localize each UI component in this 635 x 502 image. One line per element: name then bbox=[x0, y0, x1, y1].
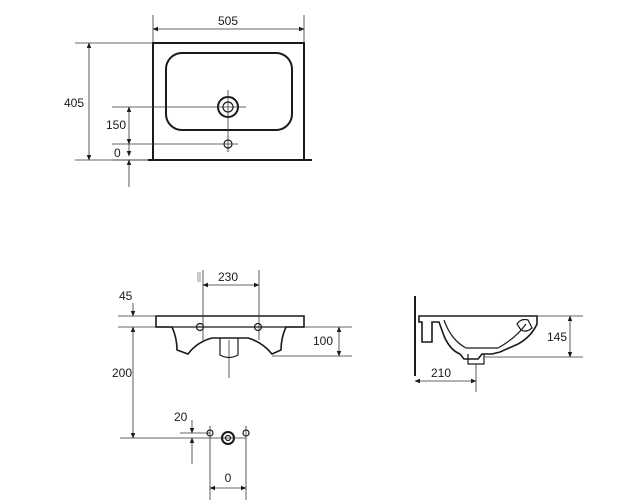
top-width-label: 505 bbox=[218, 14, 238, 28]
top-zero-label: 0 bbox=[114, 146, 121, 160]
side-view: 145 210 bbox=[414, 296, 583, 392]
top-tap-label: 150 bbox=[106, 118, 126, 132]
top-view: 505 405 150 0 bbox=[64, 14, 312, 187]
side-height-label: 145 bbox=[547, 330, 567, 344]
front-bottom-drain bbox=[221, 431, 235, 445]
front-view-tap-right bbox=[253, 322, 263, 332]
side-view-bowl-inner bbox=[443, 319, 527, 349]
side-depth-label: 210 bbox=[431, 366, 451, 380]
front-view: 230 45 200 100 20 0 bbox=[112, 270, 352, 500]
front-bottom-zero-label: 0 bbox=[225, 471, 232, 485]
front-bottom-drain-inner bbox=[224, 434, 232, 442]
front-view-tap-left bbox=[195, 322, 205, 332]
front-small-label: 20 bbox=[174, 410, 188, 424]
front-rim-label: 45 bbox=[119, 289, 133, 303]
side-view-section bbox=[418, 315, 538, 360]
front-bowl-label: 100 bbox=[313, 334, 333, 348]
front-total-label: 200 bbox=[112, 366, 132, 380]
side-view-overflow bbox=[516, 318, 533, 332]
top-depth-label: 405 bbox=[64, 96, 84, 110]
front-view-body bbox=[155, 315, 305, 355]
front-tap-label: 230 bbox=[218, 270, 238, 284]
top-view-bowl bbox=[165, 52, 293, 131]
